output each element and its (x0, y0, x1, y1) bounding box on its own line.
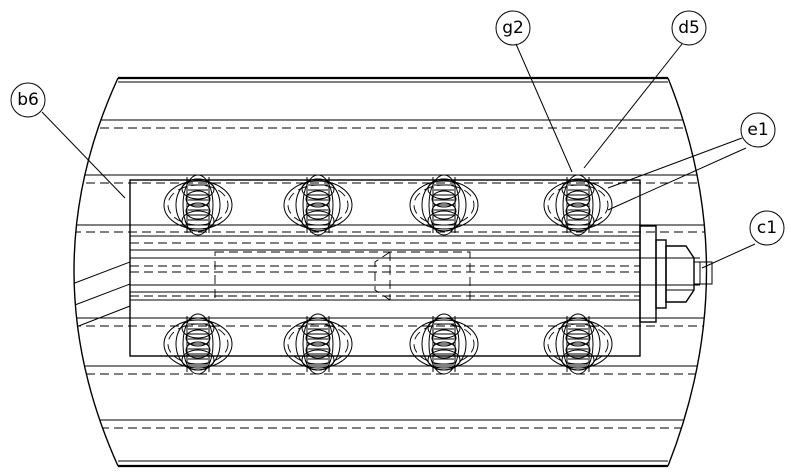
callout-d5: d5 (671, 10, 707, 46)
bolt-head (543, 313, 613, 375)
bolt-head (283, 313, 353, 375)
bolt-head (283, 174, 353, 236)
center-rod (130, 242, 700, 301)
tube-lines (74, 119, 707, 429)
leader-lines (41, 43, 756, 269)
bolt-head (543, 174, 613, 236)
bolt-head (163, 174, 233, 236)
bolt-head (163, 313, 233, 375)
bolt-head (409, 313, 479, 375)
bolt-groups (163, 174, 613, 375)
callout-b6: b6 (10, 82, 46, 118)
tube-outline (73, 76, 708, 468)
bolt-head (409, 174, 479, 236)
callout-e1-label: e1 (747, 120, 768, 140)
callout-c1-label: c1 (757, 218, 777, 238)
callout-c1: c1 (749, 210, 785, 246)
callout-d5-label: d5 (678, 18, 700, 38)
callout-g2-label: g2 (502, 18, 524, 38)
callout-b6-label: b6 (17, 90, 39, 110)
callout-g2: g2 (495, 10, 531, 46)
end-nut (639, 225, 713, 323)
callout-e1: e1 (740, 112, 776, 148)
